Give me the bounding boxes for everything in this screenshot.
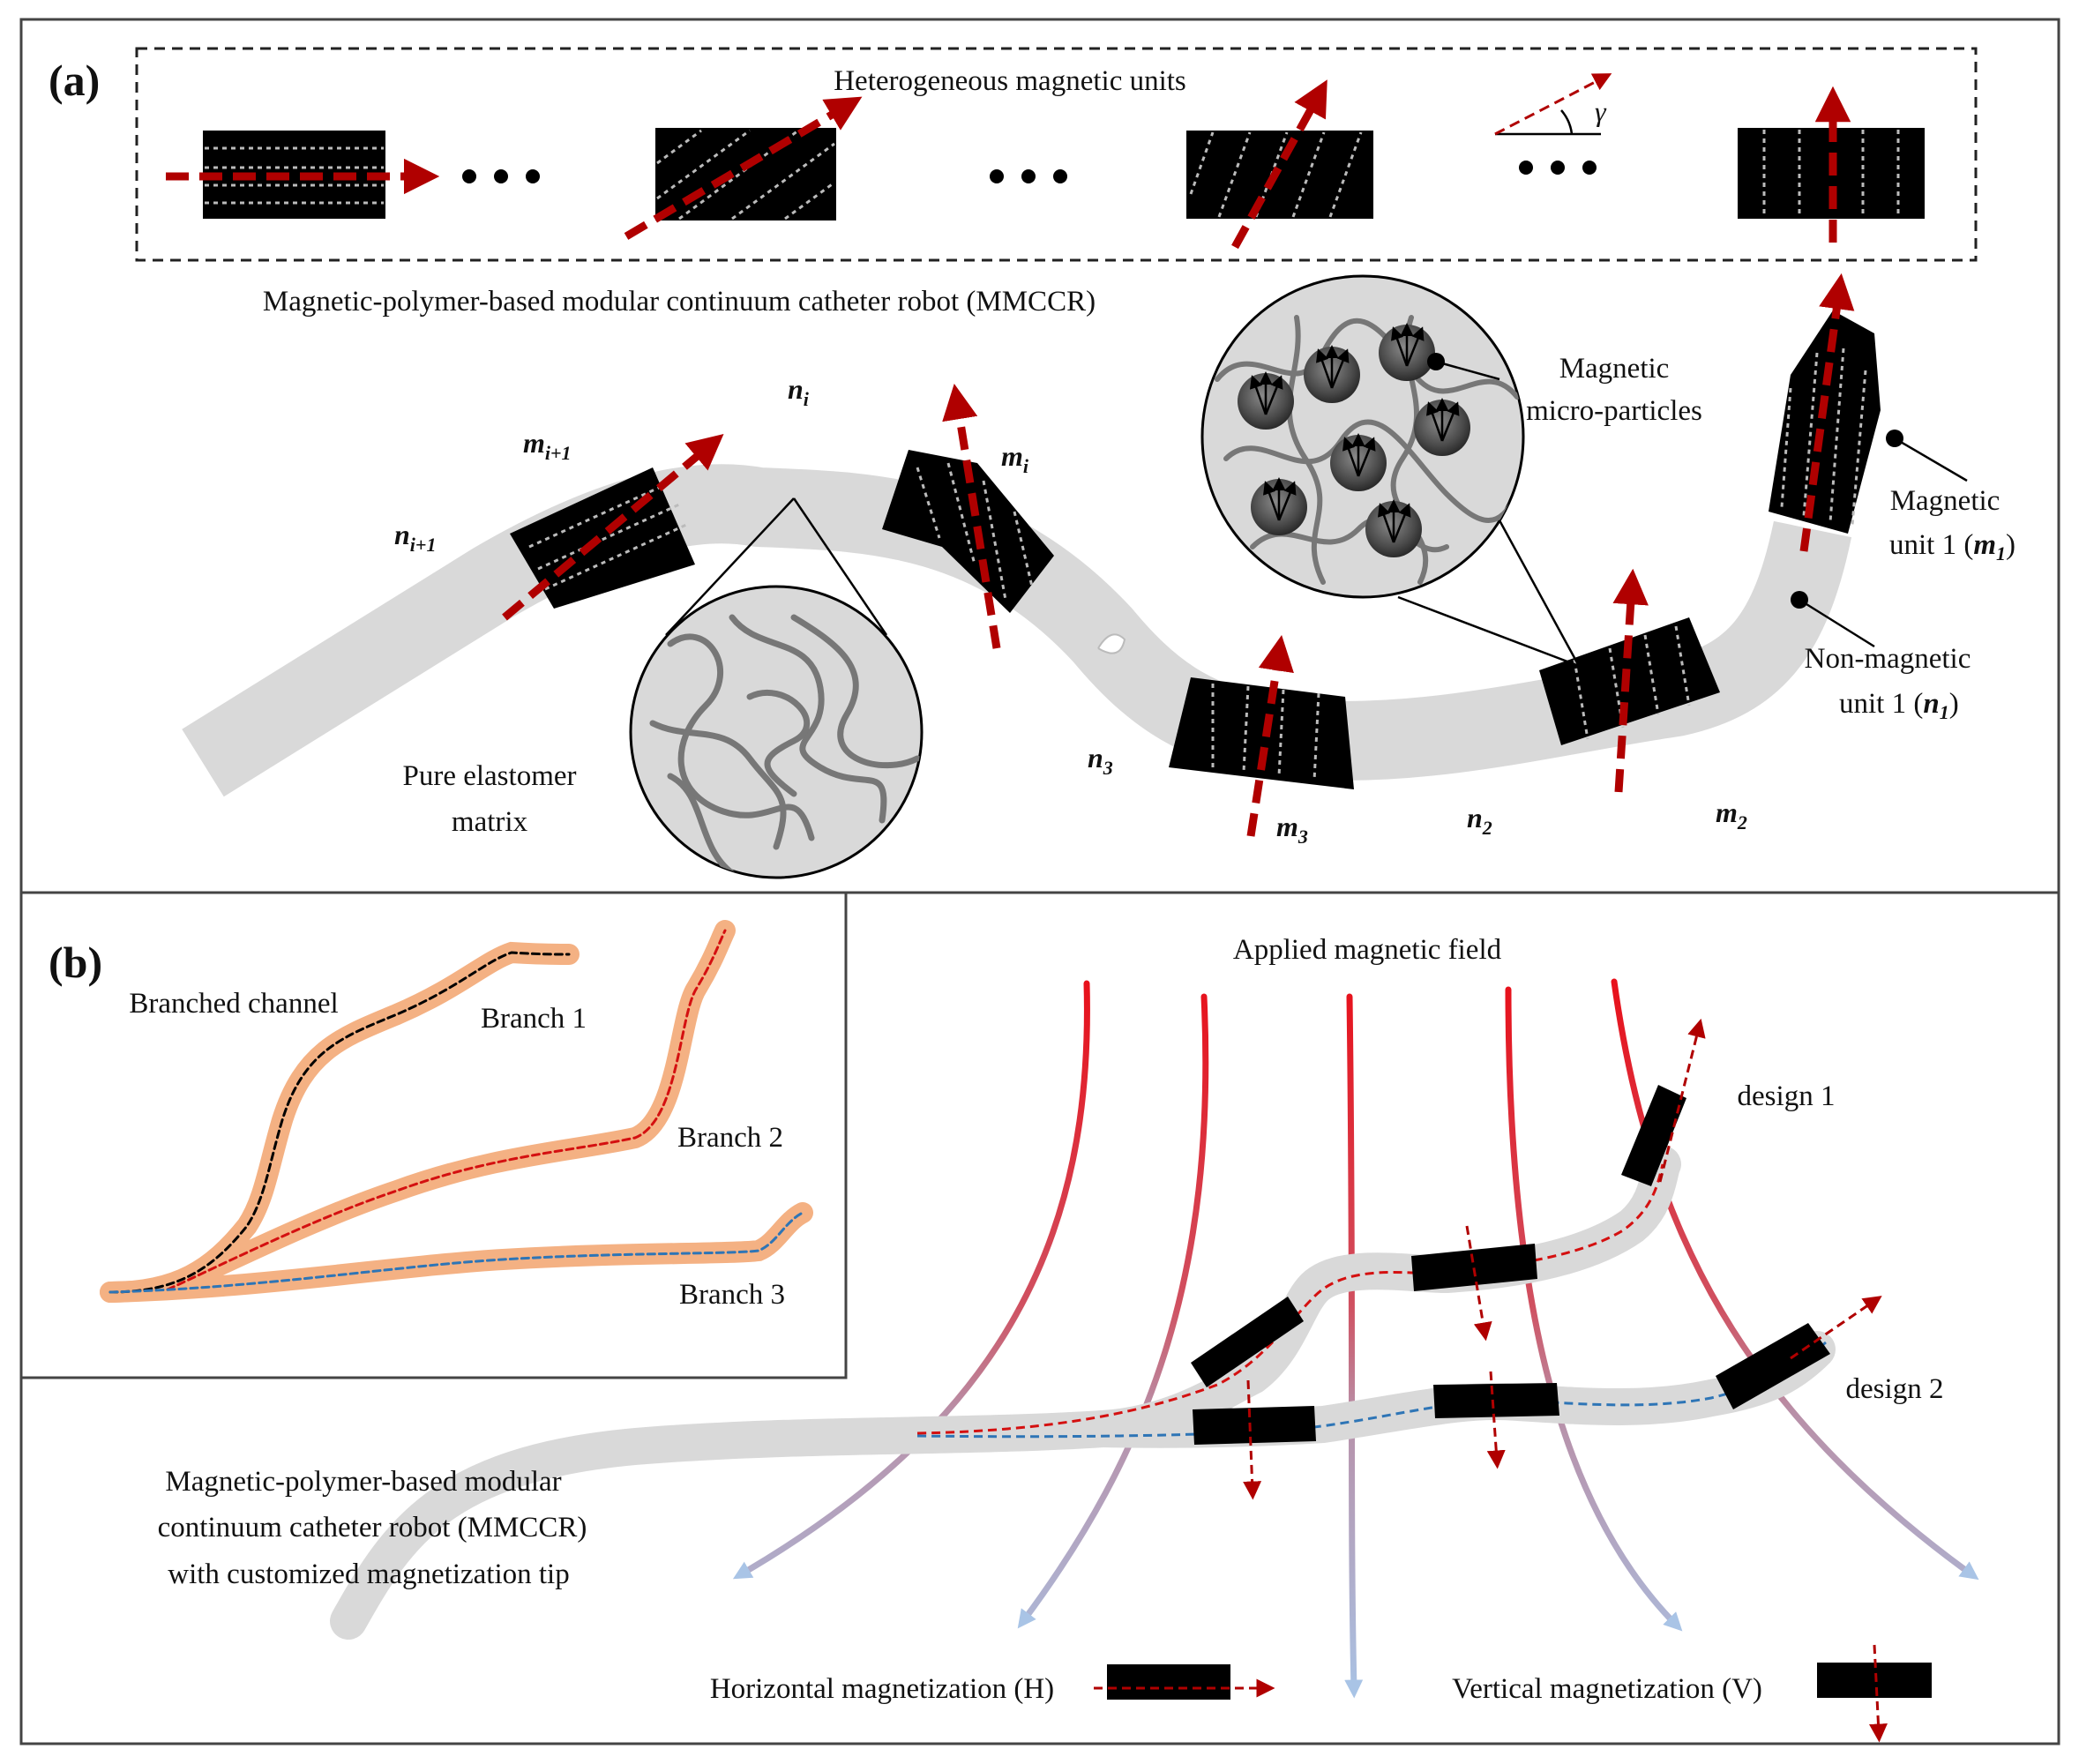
- unit-m-i-plus-1: [502, 434, 724, 621]
- units-dashed-box: [135, 47, 1978, 262]
- design-2-magnets: [1193, 1296, 1882, 1500]
- robot-desc-1: Magnetic-polymer-based modular: [165, 1466, 561, 1498]
- label-n-i-plus-1: ni+1: [394, 519, 436, 556]
- unit-horizontal: [166, 131, 440, 219]
- label-n-2: n2: [1467, 802, 1492, 839]
- microparticle-magnifier: [1200, 274, 1581, 668]
- legend-horizontal: Horizontal magnetization (H): [710, 1664, 1275, 1705]
- ellipsis-2: [990, 169, 1067, 183]
- label-m-i: mi: [1001, 440, 1029, 477]
- unit-m-3: [1169, 634, 1354, 837]
- branch-3-label: Branch 3: [679, 1279, 785, 1311]
- elastomer-label-2: matrix: [452, 806, 528, 838]
- unit-m-2: [1539, 568, 1720, 793]
- robot-title: Magnetic-polymer-based modular continuum…: [263, 286, 1096, 318]
- ellipsis-3: [1519, 161, 1597, 175]
- magnetic-field-lines: [732, 978, 1979, 1699]
- design-2-label: design 2: [1846, 1373, 1944, 1405]
- elastomer-label-1: Pure elastomer: [402, 760, 576, 792]
- ellipsis-1: [462, 169, 540, 183]
- design-1-label: design 1: [1738, 1080, 1836, 1112]
- label-m-3: m3: [1276, 811, 1308, 848]
- design-1-path: [916, 1163, 1664, 1435]
- nonmagnetic-unit-label-1: Non-magnetic: [1805, 643, 1971, 675]
- microparticles-label-2: micro-particles: [1526, 395, 1702, 427]
- magnetic-unit-label-2: unit 1 (m1): [1889, 529, 2015, 564]
- branch-inset-frame: [19, 891, 848, 1379]
- elastomer-magnifier: [629, 497, 924, 879]
- branch-1-label: Branch 1: [481, 1003, 587, 1035]
- panel-b-label: (b): [49, 938, 102, 987]
- callout-nonmagnetic-unit: [1791, 591, 1875, 648]
- label-n-i: ni: [788, 373, 810, 410]
- field-label: Applied magnetic field: [1233, 934, 1502, 966]
- label-m-i-plus-1: mi+1: [523, 427, 572, 464]
- outer-frame: [19, 18, 2060, 1745]
- label-n-3: n3: [1088, 742, 1113, 779]
- branched-channel-label: Branched channel: [129, 988, 338, 1020]
- unit-m-i: [882, 384, 1054, 649]
- units-title: Heterogeneous magnetic units: [834, 65, 1186, 97]
- robot-desc-3: with customized magnetization tip: [168, 1558, 569, 1590]
- magnetic-unit-label-1: Magnetic: [1890, 485, 2000, 517]
- mmccr-b-body: [330, 1146, 1836, 1640]
- legend-vertical-label: Vertical magnetization (V): [1452, 1673, 1762, 1705]
- unit-tilted-60: [1186, 79, 1373, 250]
- branched-channel: [100, 920, 813, 1303]
- design-1-magnets: [1191, 1018, 1706, 1387]
- unit-vertical: [1738, 86, 1925, 243]
- gamma-symbol: γ: [1595, 95, 1607, 127]
- microparticles-label-1: Magnetic: [1559, 353, 1670, 385]
- unit-m-1-tip: [1769, 273, 1881, 552]
- robot-desc-2: continuum catheter robot (MMCCR): [158, 1512, 587, 1544]
- gamma-angle-indicator: γ: [1494, 73, 1612, 136]
- branch-2-label: Branch 2: [677, 1122, 783, 1154]
- legend-horizontal-label: Horizontal magnetization (H): [710, 1673, 1054, 1705]
- legend-vertical: Vertical magnetization (V): [1452, 1644, 1932, 1743]
- callout-magnetic-unit: [1886, 430, 1968, 482]
- unit-tilted-30: [624, 96, 863, 240]
- label-m-2: m2: [1716, 796, 1747, 833]
- nonmagnetic-unit-label-2: unit 1 (n1): [1839, 688, 1959, 723]
- panel-a-label: (a): [49, 56, 100, 105]
